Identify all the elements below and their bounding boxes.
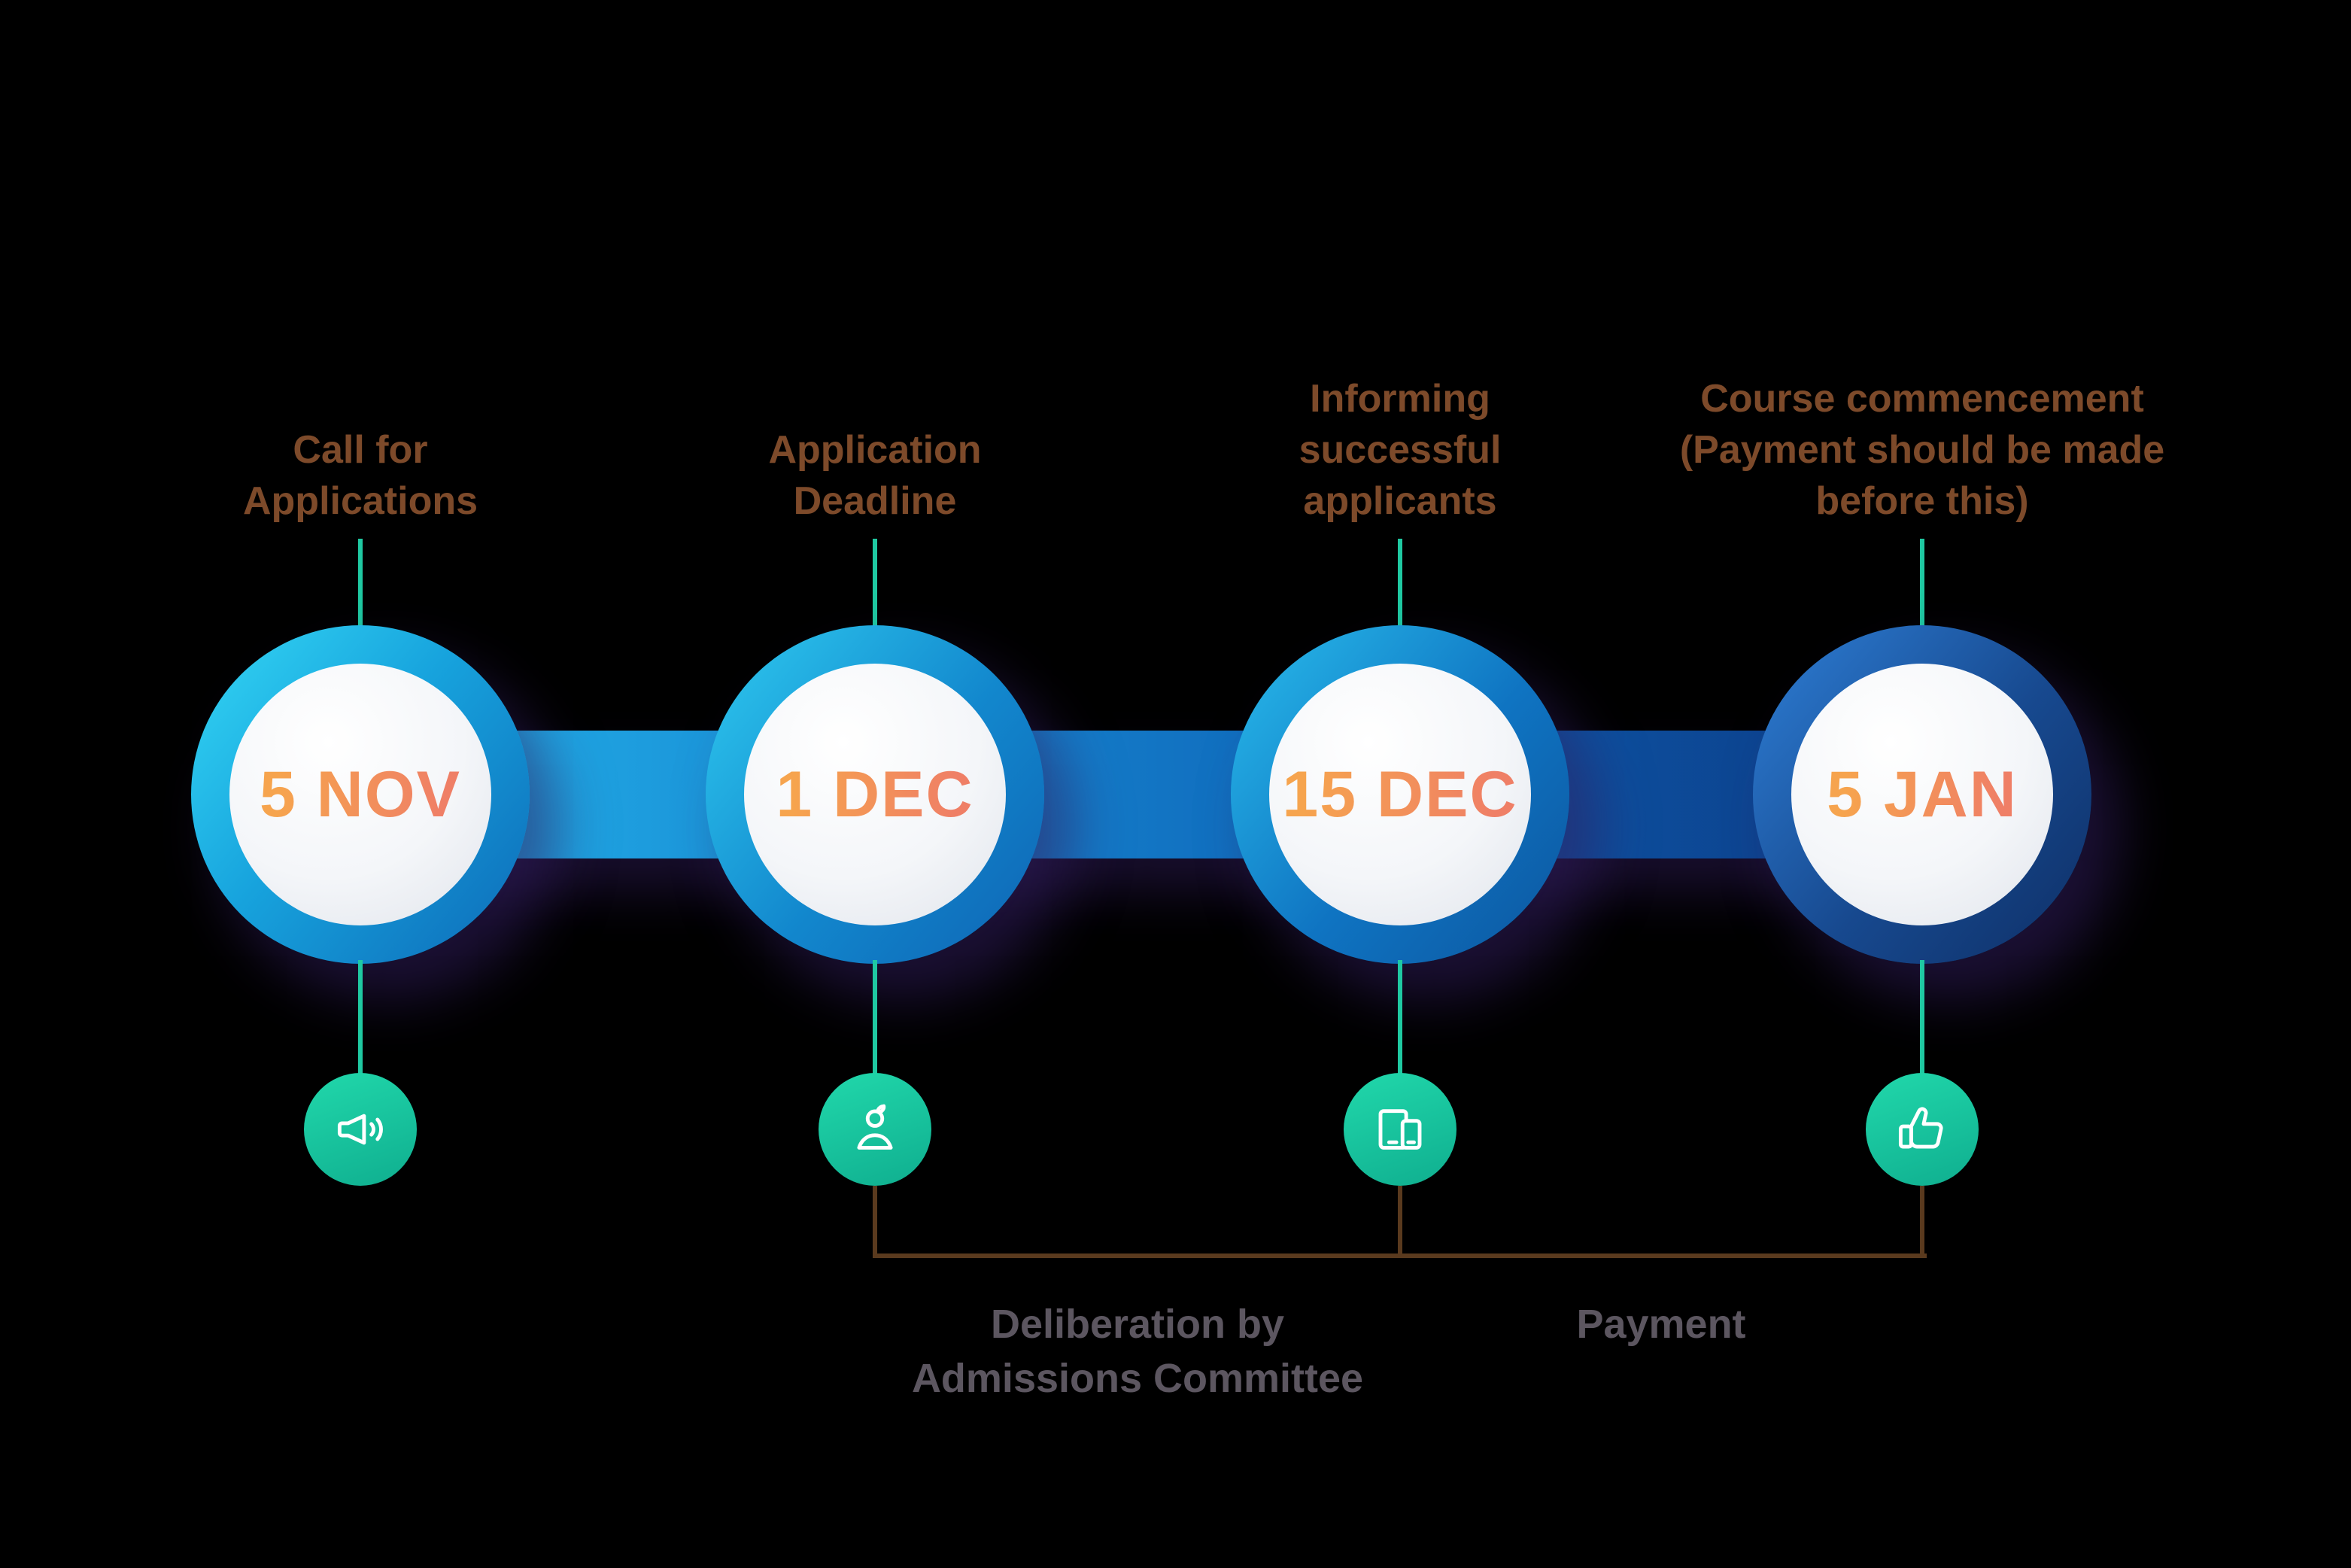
tick-line [1920,960,1924,1079]
node-title: Course commencement (Payment should be m… [1679,377,2165,523]
node-title: Informing successful applicants [1299,377,1502,523]
date-text: 5 NOV [259,758,462,831]
megaphone-icon [304,1073,417,1186]
date-circle: 1 DEC [706,625,1044,964]
tick-line [1398,960,1402,1079]
node-title: Application Deadline [768,428,982,523]
date-circle: 15 DEC [1231,625,1569,964]
tick-line [358,960,363,1079]
tick-line [1398,539,1402,629]
date-circle: 5 JAN [1753,625,2091,964]
phase-label-deliberation: Deliberation by Admissions Committee [911,1302,1364,1401]
node-title: Call for Applications [242,428,478,523]
thumbs-up-icon [1866,1073,1979,1186]
devices-icon [1344,1073,1456,1186]
date-text: 15 DEC [1282,758,1518,831]
date-circle: 5 NOV [191,625,530,964]
tick-line [1920,539,1924,629]
tick-line [873,960,877,1079]
phase-label-payment: Payment [1576,1302,1746,1347]
date-text: 5 JAN [1827,758,2018,831]
person-icon [819,1073,931,1186]
date-circle-inner: 15 DEC [1269,664,1531,925]
date-circle-inner: 5 NOV [229,664,491,925]
timeline-band [360,731,1922,858]
tick-line [358,539,363,629]
bracket-vertical-line [873,1186,877,1258]
bracket-vertical-line [1398,1186,1402,1258]
date-circle-inner: 1 DEC [744,664,1006,925]
tick-line [873,539,877,629]
date-circle-inner: 5 JAN [1791,664,2053,925]
date-text: 1 DEC [776,758,974,831]
bracket-horizontal-line [875,1253,1927,1258]
bracket-vertical-line [1920,1186,1924,1258]
